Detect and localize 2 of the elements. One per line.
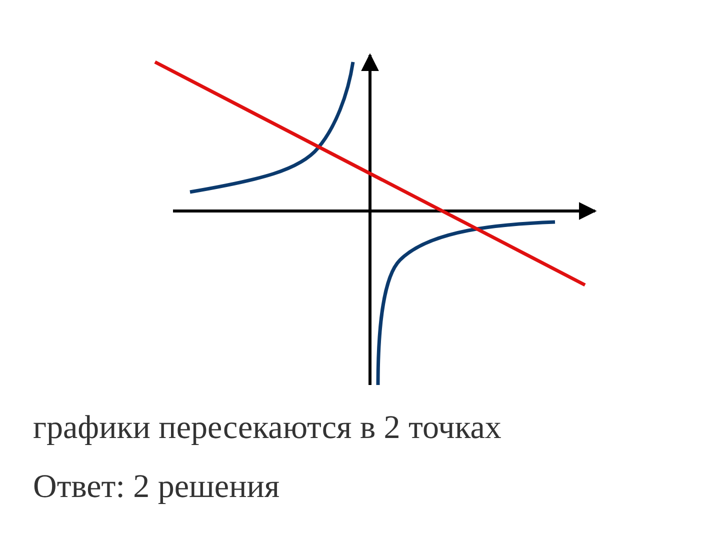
answer-text: Ответ: 2 решения [33,471,280,504]
conclusion-text: графики пересекаются в 2 точках [33,412,502,445]
